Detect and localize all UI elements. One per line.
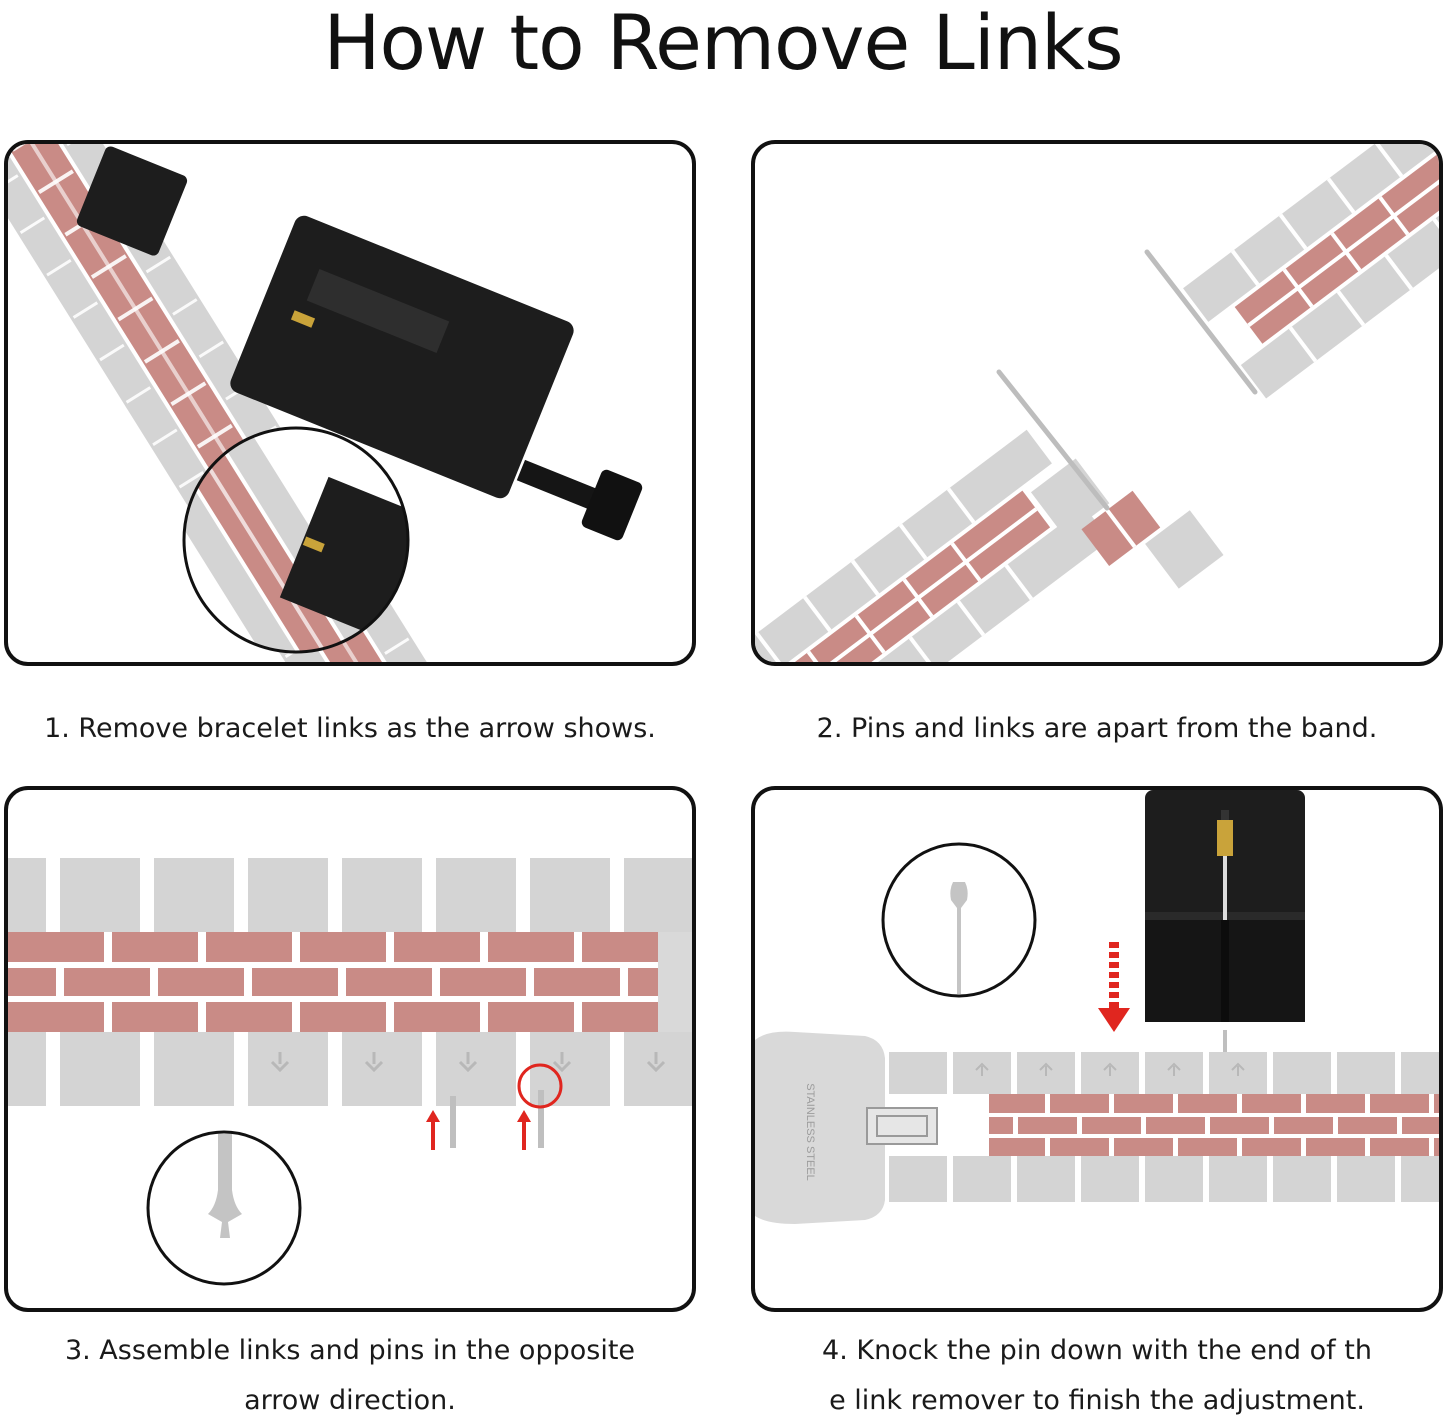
- clasp-icon: STAINLESS STEEL: [755, 1031, 938, 1224]
- pin-icon: [996, 249, 1258, 511]
- step-4-caption-line-2: e link remover to finish the adjustment.: [829, 1385, 1365, 1416]
- bracelet-horizontal: [8, 858, 692, 1106]
- bracelet-section-lower-left: [755, 429, 1110, 662]
- zoom-circle-icon: [146, 1130, 302, 1286]
- step-4-caption-line-1: 4. Knock the pin down with the end of th: [822, 1335, 1372, 1366]
- arrow-up-icon: [426, 1110, 531, 1150]
- step-4-caption: 4. Knock the pin down with the end of th…: [751, 1326, 1443, 1426]
- highlight-circle: [517, 1063, 563, 1109]
- bracelet-horizontal: [889, 1052, 1439, 1202]
- clasp-engraving: STAINLESS STEEL: [804, 1083, 816, 1181]
- step-3-caption-line-2: arrow direction.: [244, 1385, 456, 1416]
- pin-icon: [450, 1090, 544, 1148]
- pin-icon: [1223, 1030, 1227, 1056]
- step-3-caption: 3. Assemble links and pins in the opposi…: [4, 1326, 696, 1426]
- step-4-panel: STAINLESS STEEL: [751, 786, 1443, 1312]
- link-remover-tool-icon: [1145, 790, 1305, 1022]
- bracelet-section-upper-right: [1183, 144, 1439, 399]
- step-1-illustration: [8, 144, 643, 662]
- step-3-panel: [4, 786, 696, 1312]
- step-4-illustration: STAINLESS STEEL: [755, 790, 1439, 1224]
- step-2-panel: [751, 140, 1443, 666]
- zoom-circle-icon: [881, 842, 1037, 998]
- removed-link: [1030, 458, 1224, 589]
- step-2-illustration: [755, 144, 1439, 662]
- page-title: How to Remove Links: [323, 0, 1123, 87]
- step-1-caption: 1. Remove bracelet links as the arrow sh…: [44, 713, 656, 744]
- step-3-caption-line-1: 3. Assemble links and pins in the opposi…: [64, 1335, 636, 1366]
- step-1-panel: [4, 140, 696, 666]
- arrow-down-icon: [1098, 942, 1130, 1032]
- link-remover-tool-icon: [76, 146, 643, 541]
- arrow-up-icon: [975, 1062, 1245, 1076]
- step-2-caption: 2. Pins and links are apart from the ban…: [816, 713, 1378, 744]
- step-3-illustration: [8, 858, 692, 1286]
- arrow-down-icon: [270, 1052, 666, 1073]
